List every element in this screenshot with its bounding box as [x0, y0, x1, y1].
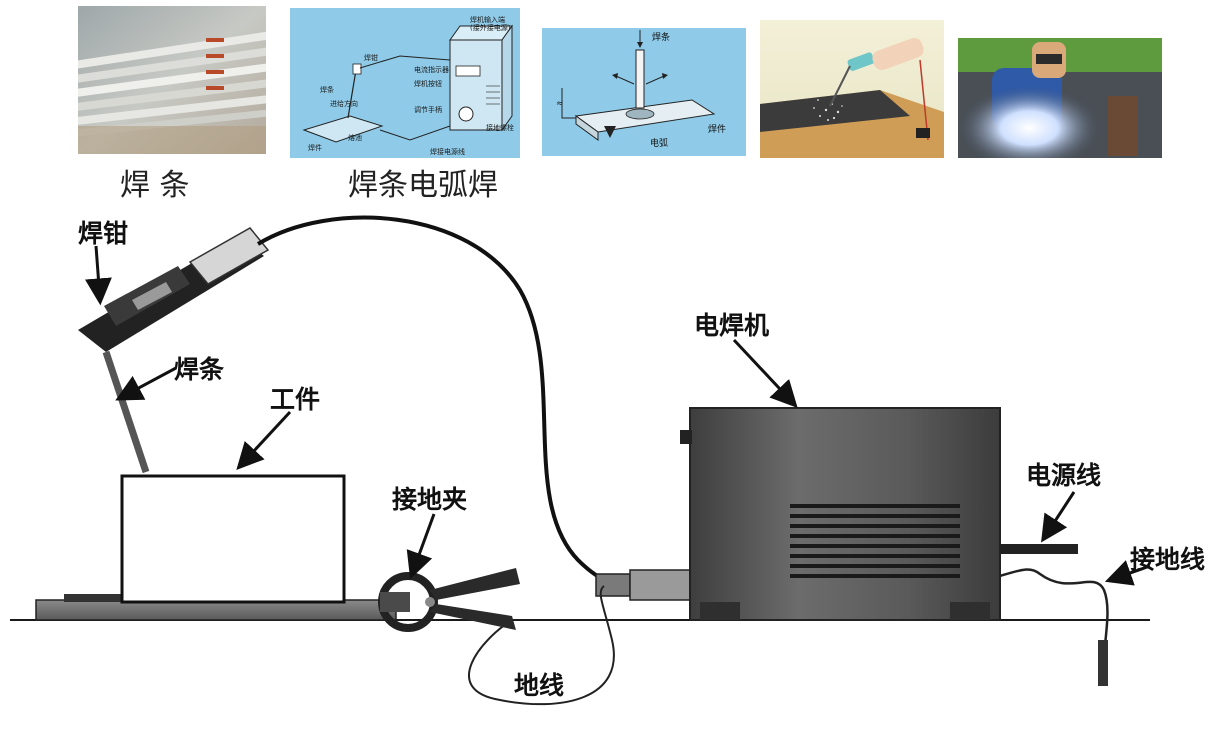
welding-machine	[680, 407, 1001, 621]
thumb2-label-direction: 进给方向	[330, 99, 358, 108]
thumb2-label-pool: 熔池	[348, 133, 362, 142]
thumb2-label-indicator: 电流指示器	[414, 65, 449, 74]
svg-text:≈: ≈	[556, 99, 564, 109]
ground-rod	[1098, 640, 1108, 686]
thumb2-label-ground: 接地螺栓	[486, 123, 514, 132]
label-power-cord: 电源线	[1026, 461, 1102, 490]
welding-cable	[256, 215, 631, 588]
arrow-holder	[84, 245, 112, 306]
thumb2-label-knob: 调节手柄	[414, 105, 442, 114]
output-terminal	[629, 569, 691, 601]
arrow-ground-wire	[1104, 560, 1151, 586]
label-holder: 焊钳	[78, 219, 129, 248]
electrode-rod	[102, 350, 150, 474]
earth-wire-loop	[468, 585, 615, 706]
thumbnail-arc-welding-schematic: 焊钳 焊条 进给方向 焊机输入端 (接外接电源) 电流指示器 焊机按钮 调节手柄…	[290, 8, 520, 158]
thumbnail-welding-illustration	[760, 20, 944, 158]
machine-ground-wire	[999, 568, 1109, 681]
power-cord	[1000, 544, 1078, 554]
thumb3-label-rod: 焊条	[652, 31, 670, 43]
arrow-power-cord	[1041, 491, 1076, 543]
thumb3-label-arc: 电弧	[650, 137, 668, 149]
thumb2-label-switch: 焊机按钮	[414, 79, 442, 88]
arrow-electrode	[115, 366, 177, 401]
thumb2-label-power-in-sub: (接外接电源)	[470, 23, 511, 32]
thumb2-label-work: 焊件	[308, 143, 322, 152]
thumbnail-arc-diagram: ≈ 焊条 焊件 电弧	[542, 28, 746, 156]
thumb3-label-work: 焊件	[708, 123, 726, 135]
label-ground-wire: 接地线	[1130, 545, 1206, 574]
arrow-welder	[732, 338, 798, 408]
caption-arc-welding: 焊条电弧焊	[348, 168, 498, 203]
thumbnail-welder-photo	[958, 38, 1162, 158]
thumb2-label-rod: 焊条	[320, 85, 334, 94]
thumb2-label-holder: 焊钳	[364, 53, 378, 62]
label-welder: 电焊机	[694, 311, 770, 340]
plate-tab	[64, 594, 124, 602]
workpiece-block	[120, 474, 346, 604]
label-clamp: 接地夹	[392, 485, 468, 514]
caption-electrode: 焊 条	[120, 168, 190, 203]
thumb2-label-cable: 焊接电源线	[430, 147, 465, 156]
arrow-workpiece	[236, 410, 292, 470]
thumb2-label-power-in: 焊机输入端	[470, 15, 505, 24]
label-electrode: 焊条	[174, 355, 225, 384]
label-workpiece: 工件	[270, 385, 321, 414]
thumbnail-electrode-rods	[78, 6, 266, 154]
arrow-clamp	[406, 513, 436, 580]
electrode-holder	[78, 227, 270, 352]
label-earth-wire: 地线	[514, 671, 565, 700]
